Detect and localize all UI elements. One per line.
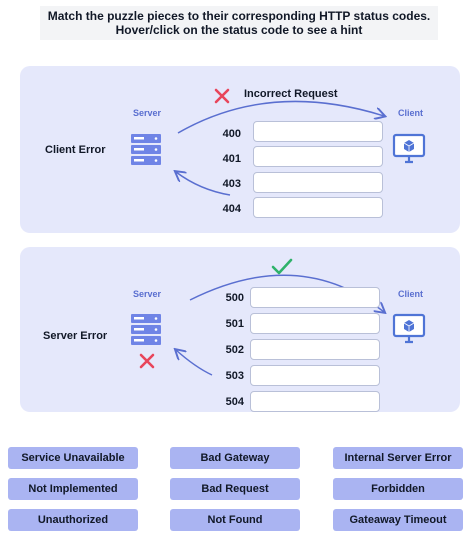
client-label-2: Client: [398, 289, 424, 299]
drop-slot-502[interactable]: [250, 339, 380, 360]
server-icon: [131, 314, 161, 345]
drop-slot-404[interactable]: [253, 197, 383, 218]
server-response-arrow-line: [176, 350, 213, 376]
status-code-502[interactable]: 502: [225, 344, 244, 356]
instructions-line-1: Match the puzzle pieces to their corresp…: [47, 9, 431, 23]
feedback-label: Incorrect Request: [244, 88, 338, 100]
category-label-client-error: Client Error: [45, 144, 106, 156]
client-label: Client: [398, 108, 424, 118]
puzzle-piece[interactable]: Bad Gateway: [170, 447, 300, 469]
status-code-503[interactable]: 503: [225, 370, 244, 382]
drop-slot-500[interactable]: [250, 287, 380, 308]
status-code-403[interactable]: 403: [222, 178, 241, 190]
puzzle-piece[interactable]: Internal Server Error: [333, 447, 463, 469]
status-code-501[interactable]: 501: [225, 318, 244, 330]
server-icon: [131, 134, 161, 165]
request-arrow: [177, 100, 384, 134]
x-mark-icon: [139, 353, 155, 369]
status-code-500[interactable]: 500: [225, 292, 244, 304]
puzzle-piece[interactable]: Not Implemented: [8, 478, 138, 500]
drop-slot-400[interactable]: [253, 121, 383, 142]
instructions-banner: Match the puzzle pieces to their corresp…: [40, 6, 438, 40]
drop-slot-504[interactable]: [250, 391, 380, 412]
x-mark-icon: [214, 88, 230, 104]
drop-slot-401[interactable]: [253, 146, 383, 167]
puzzle-piece[interactable]: Bad Request: [170, 478, 300, 500]
status-code-504[interactable]: 504: [225, 396, 244, 408]
response-arrow: [176, 172, 231, 196]
instructions-line-2: Hover/click on the status code to see a …: [115, 23, 363, 37]
drop-slot-403[interactable]: [253, 172, 383, 193]
puzzle-piece[interactable]: Forbidden: [333, 478, 463, 500]
drop-slot-503[interactable]: [250, 365, 380, 386]
server-label: Server: [133, 108, 162, 118]
monitor-icon: [392, 313, 426, 344]
drop-slot-501[interactable]: [250, 313, 380, 334]
client-error-panel: [20, 66, 460, 233]
server-error-panel: [20, 247, 460, 412]
check-mark-icon: [271, 258, 293, 275]
puzzle-piece[interactable]: Service Unavailable: [8, 447, 138, 469]
puzzle-piece[interactable]: Not Found: [170, 509, 300, 531]
status-code-404[interactable]: 404: [222, 203, 241, 215]
status-code-400[interactable]: 400: [222, 128, 241, 140]
status-code-401[interactable]: 401: [222, 153, 241, 165]
puzzle-piece[interactable]: Unauthorized: [8, 509, 138, 531]
puzzle-piece[interactable]: Gateaway Timeout: [333, 509, 463, 531]
monitor-icon: [392, 133, 426, 164]
server-label-2: Server: [133, 289, 162, 299]
category-label-server-error: Server Error: [43, 330, 108, 342]
